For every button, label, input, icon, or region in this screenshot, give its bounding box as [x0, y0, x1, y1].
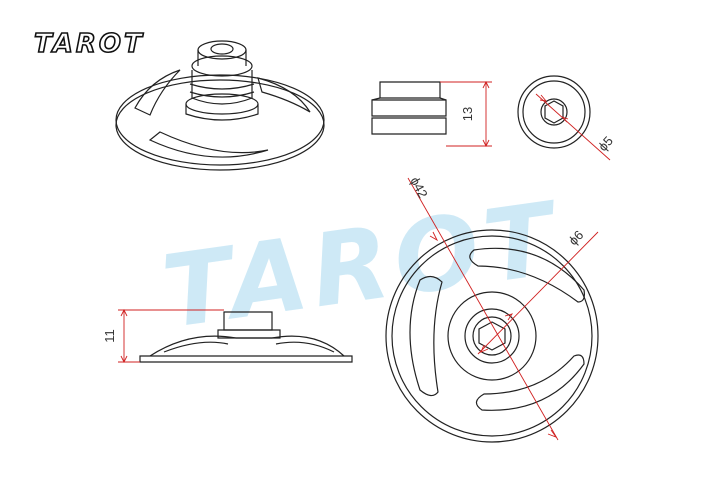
part-side-view — [139, 311, 353, 363]
dimension-hub-diameter — [477, 231, 599, 355]
dim-label-bore: ϕ5 — [595, 133, 616, 154]
dim-label-hub-diameter: ϕ6 — [566, 227, 587, 248]
part-plan-view — [385, 229, 599, 443]
dimension-13 — [440, 80, 492, 148]
perspective-view — [115, 40, 325, 171]
brand-logo: TAROT — [34, 29, 145, 59]
dimension-outer-diameter — [407, 177, 559, 441]
hub-top-view — [517, 75, 591, 149]
hub-side-view — [371, 81, 447, 135]
dim-label-13: 13 — [460, 107, 475, 121]
dimension-11 — [118, 308, 224, 364]
dimension-bore — [535, 93, 611, 161]
dim-label-11: 11 — [102, 329, 117, 343]
